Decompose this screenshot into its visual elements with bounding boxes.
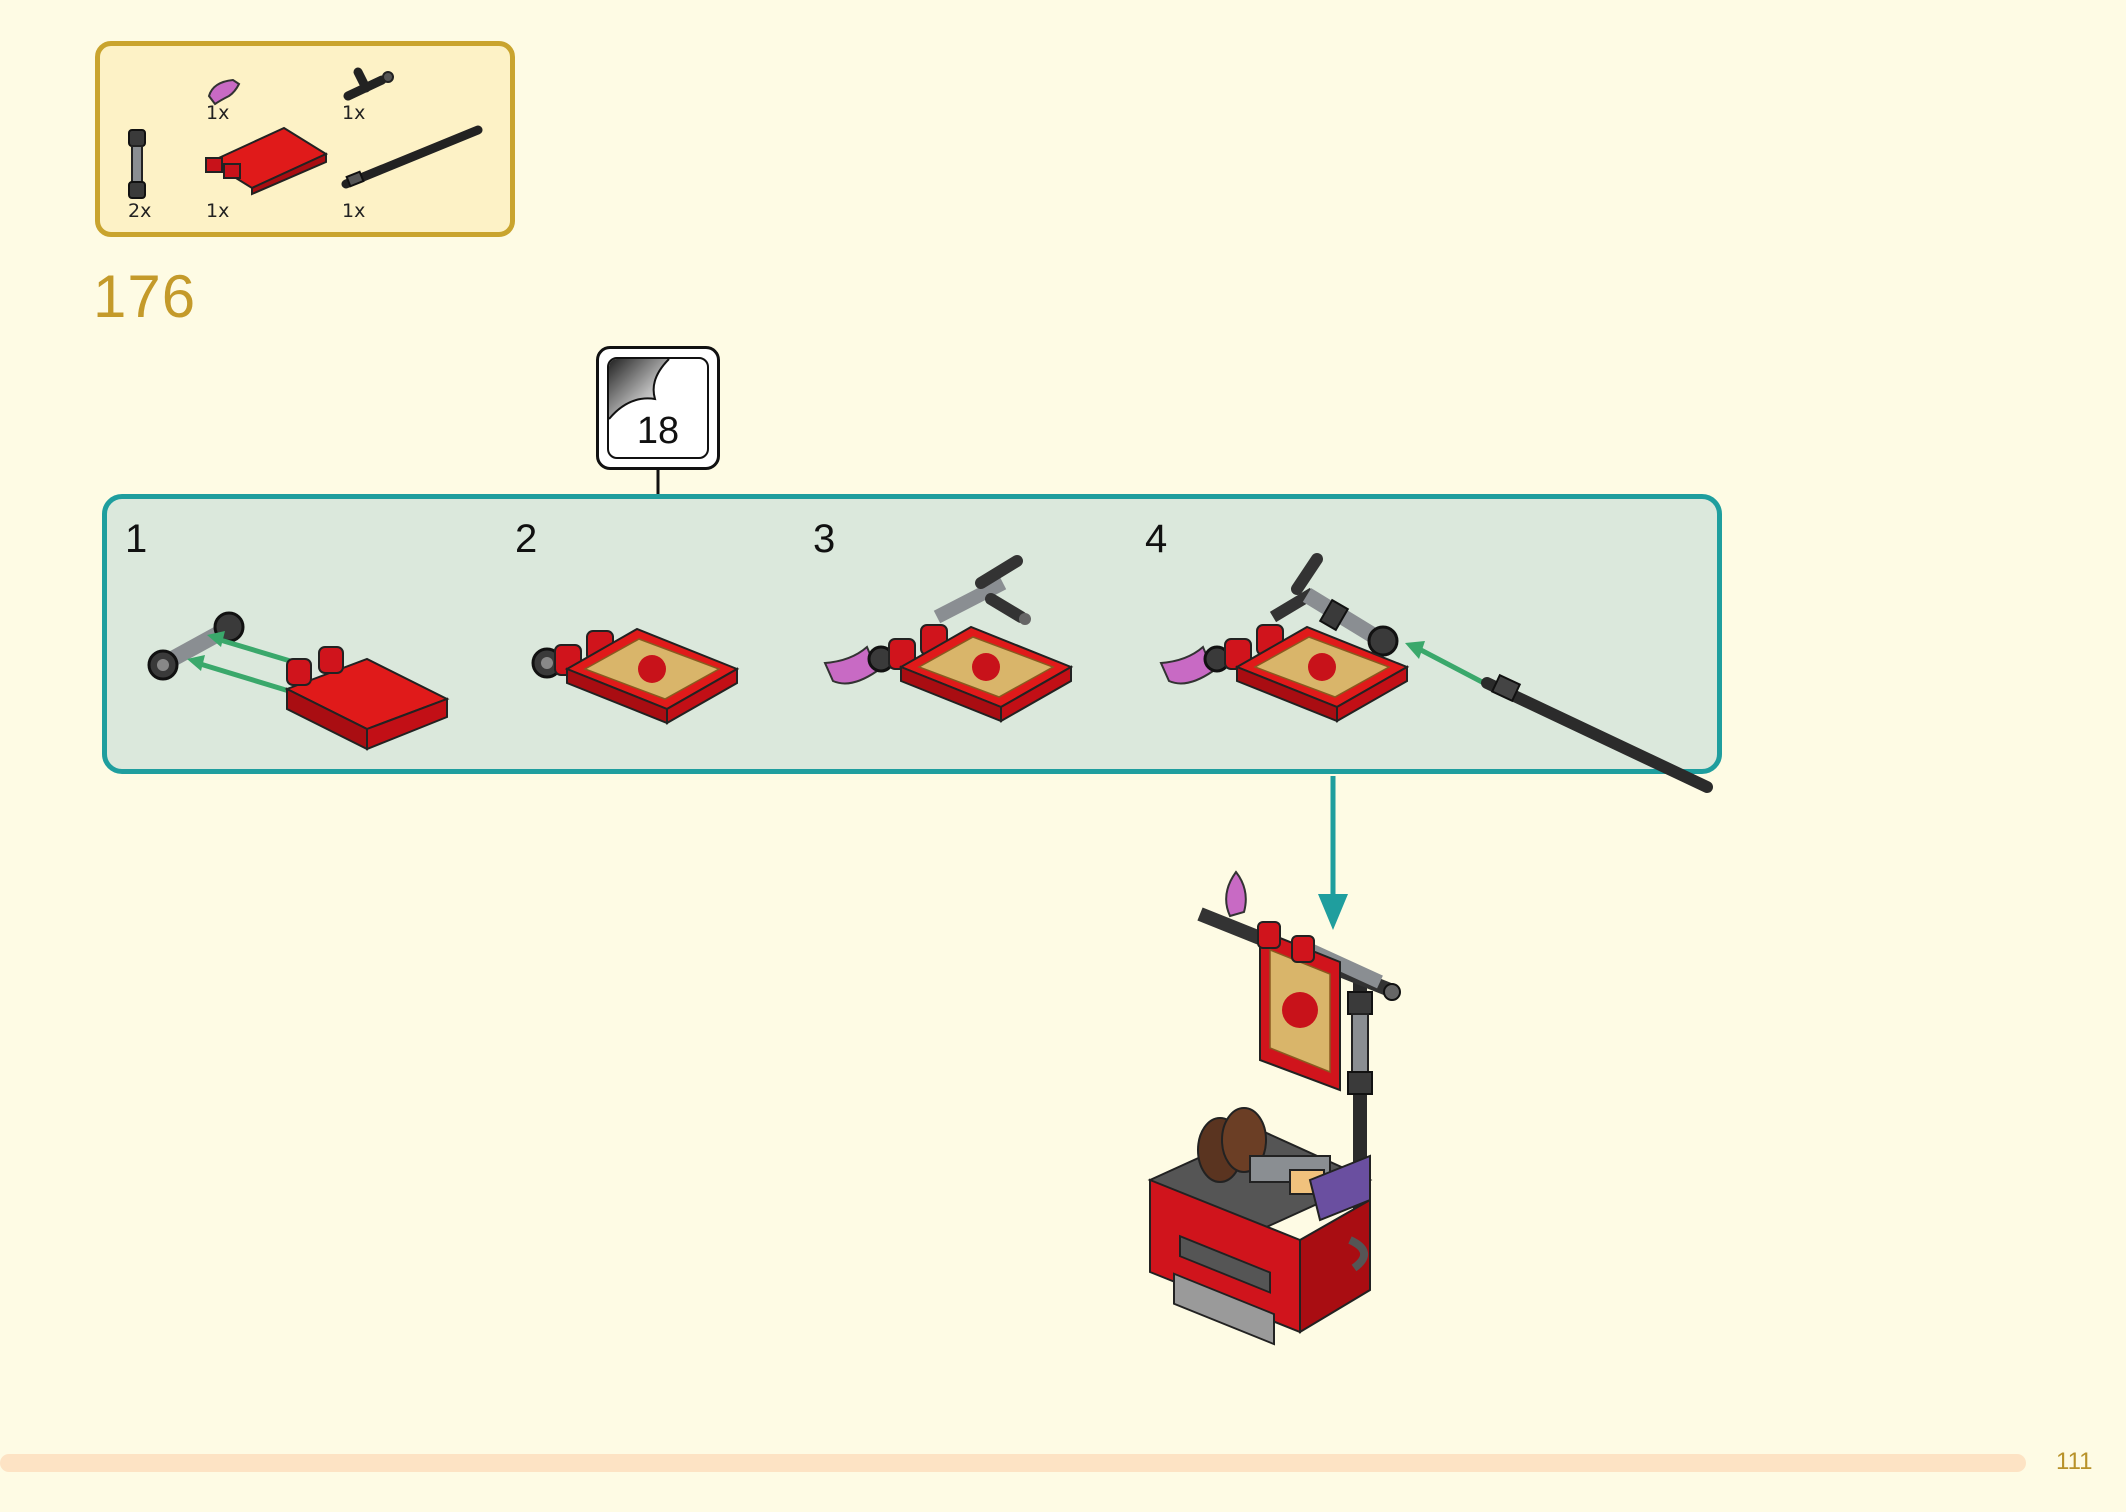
part-qty: 1x [342, 200, 366, 222]
substep-4-illustration [1159, 553, 1713, 793]
callout-panel: 1 2 3 4 [102, 494, 1722, 793]
substep-3-illustration [823, 555, 1074, 723]
sticker-frame: 18 [607, 357, 709, 459]
substep-number-4: 4 [1145, 517, 1168, 561]
page-number: 111 [2056, 1448, 2093, 1475]
substep-2-illustration [531, 627, 740, 725]
substep-number-2: 2 [515, 517, 538, 561]
page-progress-bar [0, 1454, 2026, 1472]
part-qty: 1x [206, 200, 230, 222]
bar-connector-part-icon [128, 129, 146, 199]
sticker-number: 18 [636, 410, 680, 452]
substep-1-illustration [147, 611, 450, 751]
parts-list-box: 1x 1x 2x 1x 1x [95, 41, 515, 237]
red-clip-tile-part-icon [205, 126, 329, 196]
black-bar-part-icon [341, 125, 483, 189]
part-qty: 1x [342, 102, 366, 124]
sticker-tag: 18 [596, 346, 720, 470]
purple-horn-part-icon [207, 78, 241, 106]
sticker-peel-icon [609, 359, 670, 420]
part-qty: 2x [128, 200, 152, 222]
substep-number-1: 1 [125, 517, 148, 561]
substep-number-3: 3 [813, 517, 836, 561]
step-number: 176 [93, 263, 197, 330]
t-bar-part-icon [343, 67, 394, 101]
part-qty: 1x [206, 102, 230, 124]
main-model-illustration [1147, 870, 1401, 1346]
